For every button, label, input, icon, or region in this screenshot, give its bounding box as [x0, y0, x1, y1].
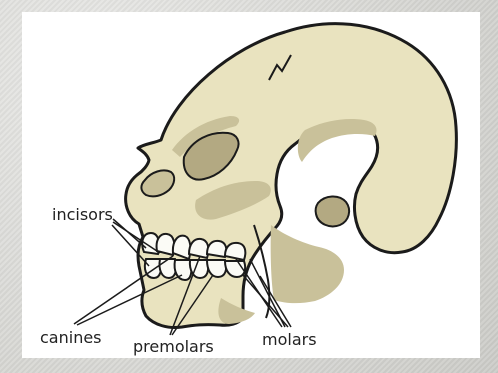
incisors-label: incisors [52, 207, 113, 223]
ear-hole [316, 196, 350, 226]
canines-label: canines [40, 330, 102, 346]
molars-label: molars [262, 332, 317, 348]
upper-premolar [207, 241, 226, 257]
skull-diagram [22, 12, 480, 358]
upper-molar [225, 243, 245, 260]
premolars-label: premolars [133, 339, 214, 355]
upper-premolar [189, 239, 208, 258]
lower-incisor [159, 259, 176, 278]
jaw-shadow [271, 225, 344, 303]
diagram-card: incisors canines premolars molars [22, 12, 480, 358]
